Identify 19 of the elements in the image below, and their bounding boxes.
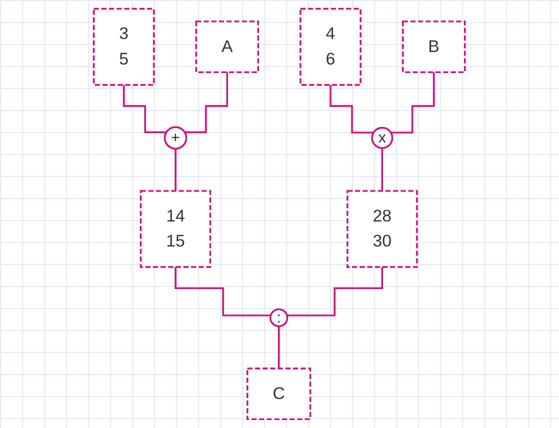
- connector: [278, 325, 280, 370]
- node-circle: :: [270, 308, 288, 328]
- connector: [174, 148, 177, 192]
- node-box: 28 30: [346, 190, 418, 268]
- connector: [287, 266, 384, 316]
- connector: [391, 71, 435, 134]
- node-box: C: [246, 368, 312, 420]
- node-box: A: [196, 20, 260, 74]
- node-box: 14 15: [140, 190, 212, 268]
- node-box: 3 5: [93, 8, 155, 86]
- connector: [382, 147, 384, 192]
- connector: [174, 266, 271, 316]
- connector: [330, 84, 374, 134]
- node-circle: +: [164, 126, 188, 150]
- node-box: B: [402, 20, 466, 74]
- connector: [123, 84, 167, 134]
- node-box: 4 6: [300, 8, 362, 86]
- node-circle: x: [371, 126, 394, 149]
- connector: [184, 71, 228, 134]
